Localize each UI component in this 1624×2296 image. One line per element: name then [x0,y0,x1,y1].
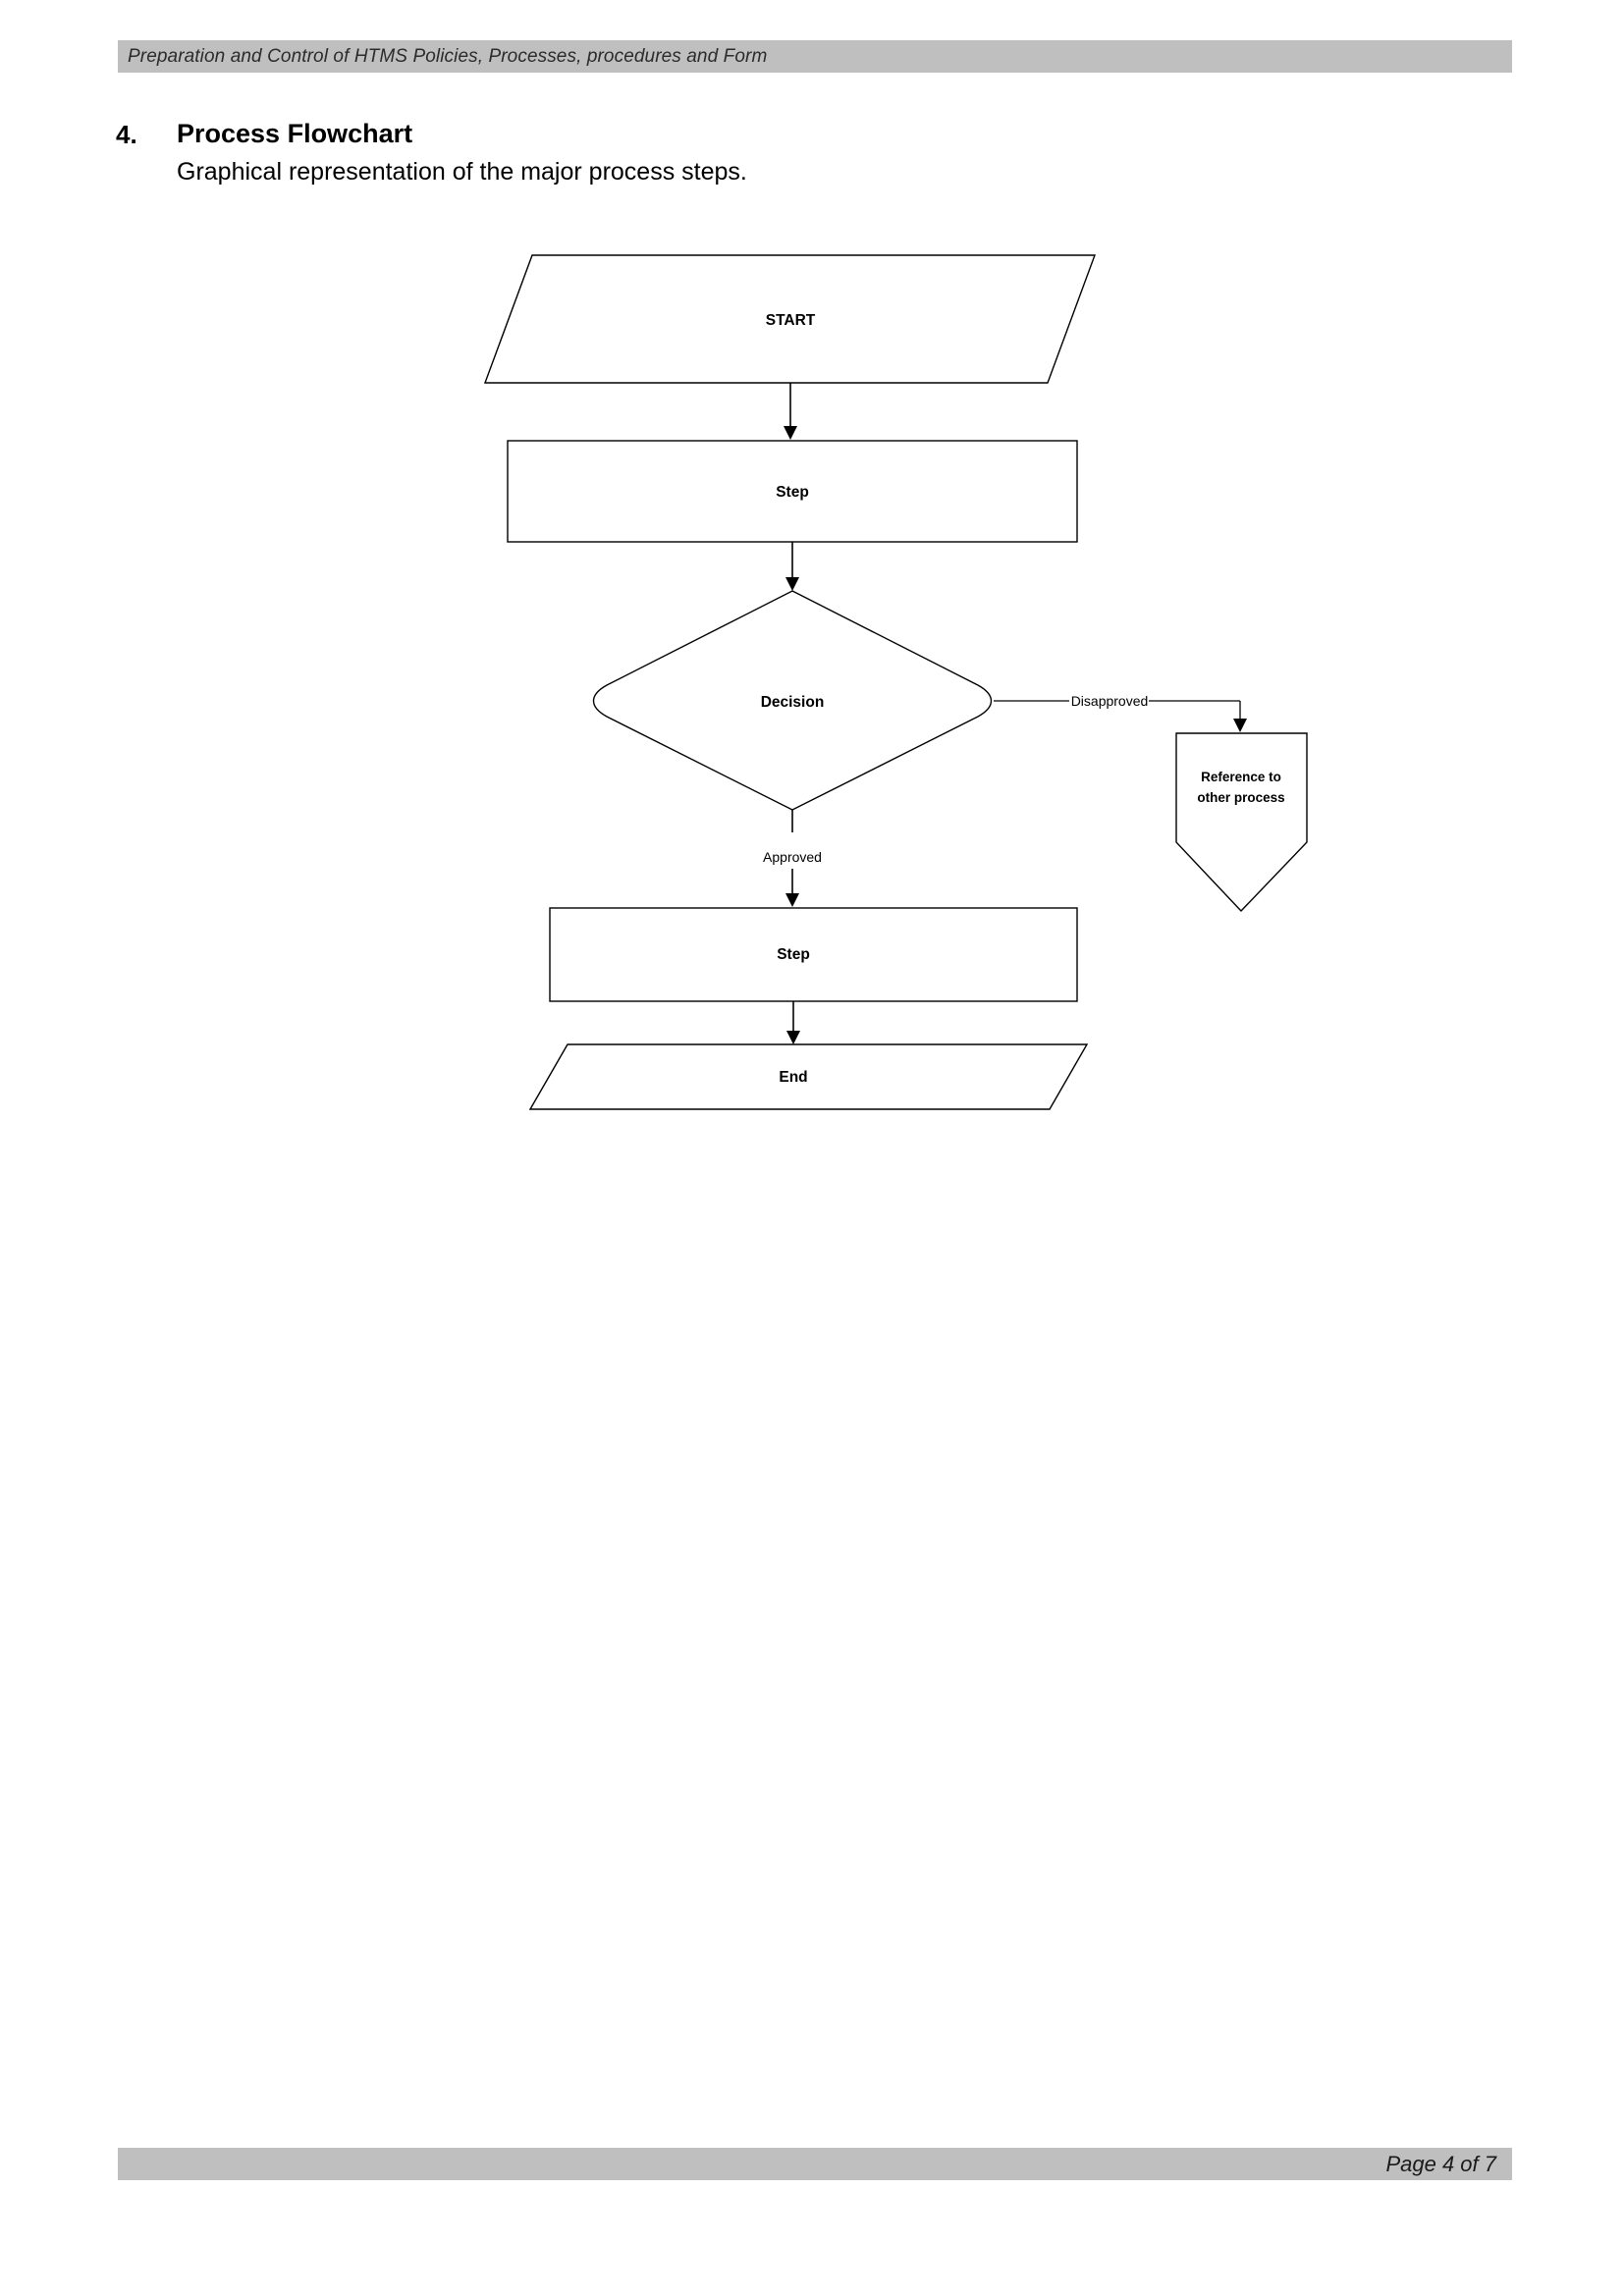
section-number: 4. [116,120,137,149]
flow-node-reference-label-line2: other process [1197,790,1284,805]
flow-edge-label-approved: Approved [763,849,822,865]
flow-node-end-label: End [779,1069,807,1086]
process-flowchart: START Step Decision [471,236,1414,1110]
flow-node-step1-label: Step [776,484,809,501]
flow-node-decision-label: Decision [761,694,825,711]
flow-edge-step1-to-decision [785,542,799,591]
flow-node-end: End [528,1043,1089,1110]
flow-node-step2-label: Step [777,946,810,963]
flow-node-reference: Reference to other process [1175,732,1308,913]
flow-edge-decision-to-step2: Approved [763,810,822,907]
flow-node-step1: Step [507,440,1078,543]
flow-node-step2: Step [549,907,1078,1002]
flow-edge-start-to-step1 [784,383,797,440]
flow-node-decision: Decision [592,590,993,811]
section-subtitle: Graphical representation of the major pr… [177,158,747,186]
flow-node-start-label: START [766,312,816,329]
flow-edge-label-disapproved: Disapproved [1071,693,1149,709]
page-header-band: Preparation and Control of HTMS Policies… [118,40,1512,73]
flow-node-reference-label-line1: Reference to [1201,770,1281,784]
page-number-text: Page 4 of 7 [1385,2151,1496,2176]
flow-edge-decision-to-reference: Disapproved [994,693,1247,732]
flow-edge-step2-to-end [786,1001,800,1044]
header-title-text: Preparation and Control of HTMS Policies… [128,46,768,67]
flow-node-start: START [483,254,1097,384]
page-footer-band: Page 4 of 7 [118,2148,1512,2180]
page-title: Process Flowchart [177,119,413,148]
